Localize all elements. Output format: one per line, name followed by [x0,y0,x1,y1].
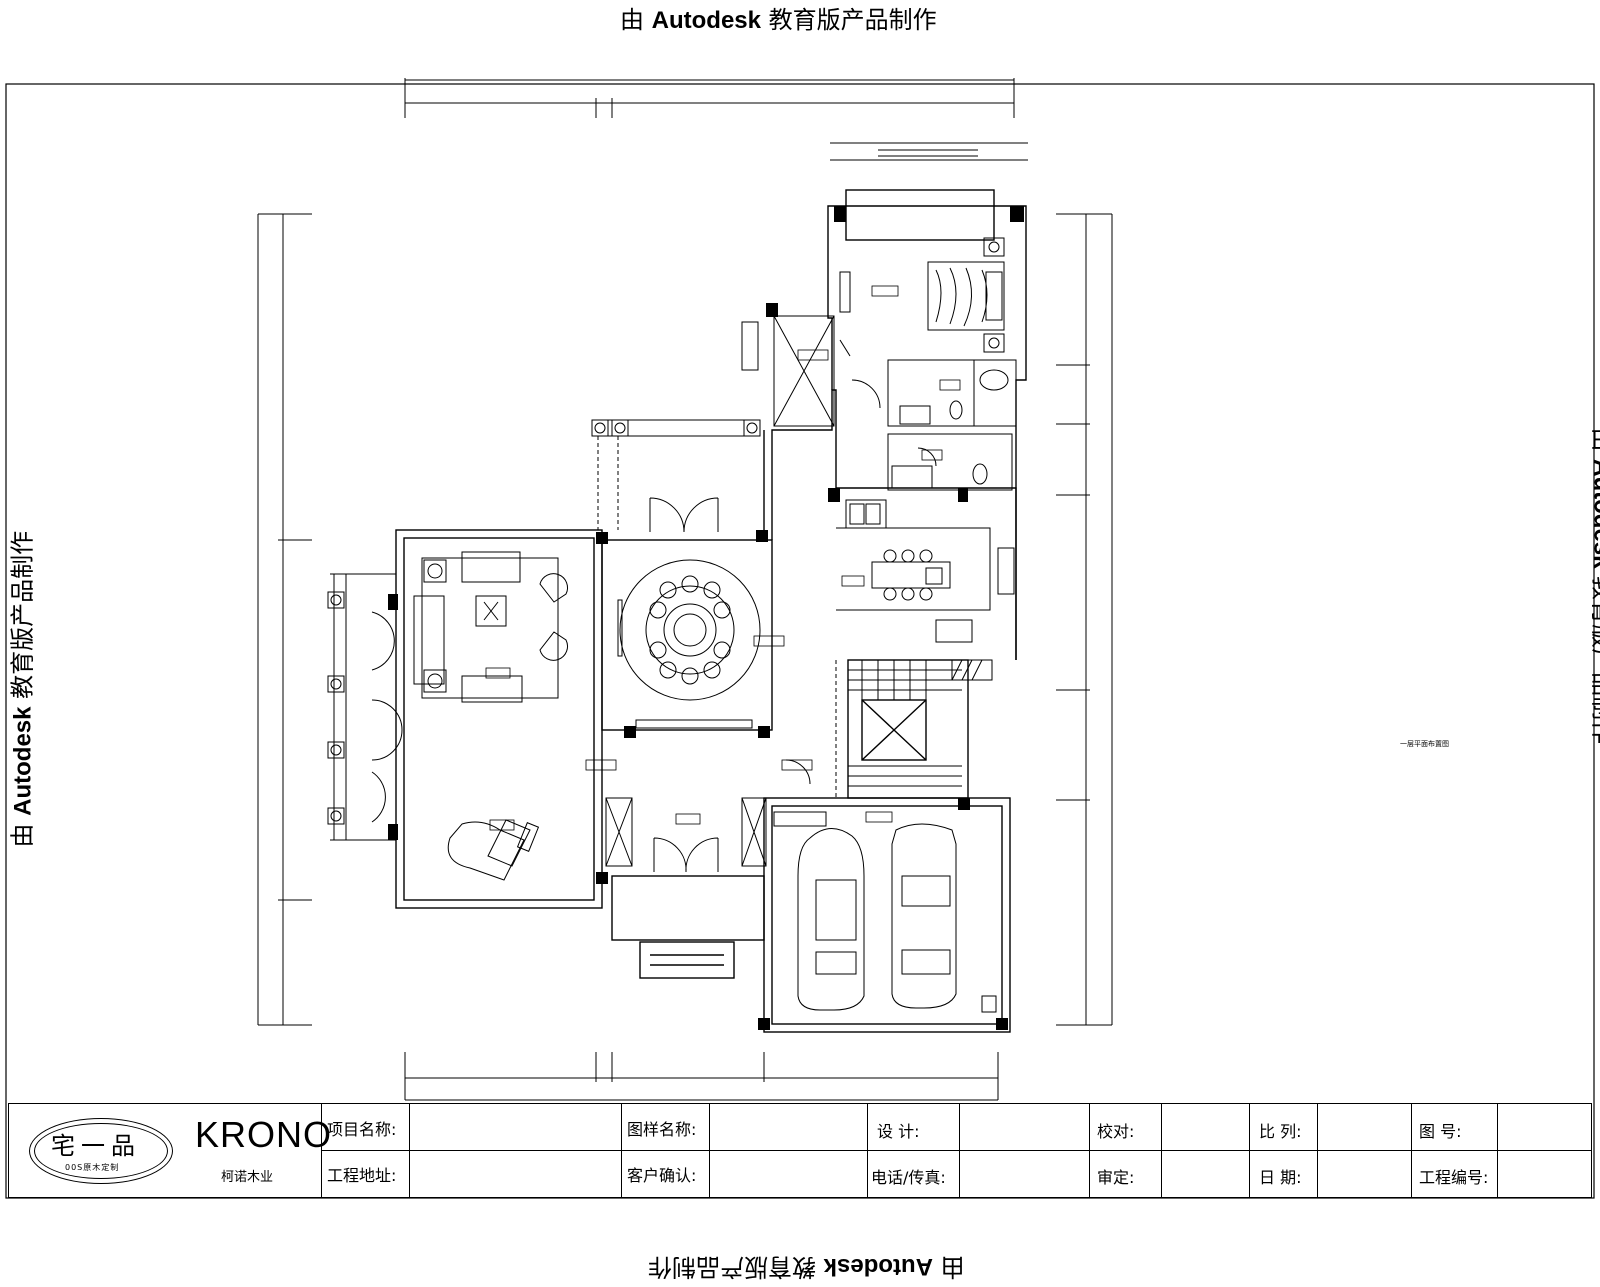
field-phone-fax: 电话/传真: [871,1164,946,1188]
top-dimensions [405,78,1028,160]
grand-piano [448,820,538,880]
entry-foyer [606,720,766,872]
field-project-address: 工程地址: [327,1162,396,1186]
staircase [774,660,962,826]
field-project-no: 工程编号: [1419,1164,1488,1188]
title-block: 宅一品 00S原木定制 KRONO 柯诺木业 项目名称: 工程地址: 图样名称:… [8,1103,1592,1198]
bottom-dimensions [405,1052,998,1100]
right-dimensions [1056,214,1112,1025]
field-design: 设 计: [877,1118,919,1142]
pergola [592,420,760,530]
logo-subtext: 00S原木定制 [65,1162,119,1173]
dining-door [650,498,718,532]
field-client-confirm: 客户确认: [627,1162,696,1186]
field-drawing-no: 图 号: [1419,1118,1461,1142]
plan-title-note: 一层平面布置图 [1400,739,1449,748]
logo-text: 宅一品 [51,1126,141,1161]
field-drawing-name: 图样名称: [627,1116,696,1140]
left-dimensions [258,214,312,1025]
field-date: 日 期: [1259,1164,1301,1188]
kitchen [836,500,1014,680]
dining-table [618,560,760,700]
left-colonnade [328,574,402,840]
field-scale: 比 列: [1259,1118,1301,1142]
company-name-en: KRONO [195,1114,332,1156]
living-sofa-set [414,552,568,702]
drawing-frame [6,84,1594,1198]
field-proofread: 校对: [1097,1118,1134,1142]
field-review: 审定: [1097,1164,1134,1188]
garage-cars [798,824,996,1012]
bathrooms [852,360,1016,490]
bedroom [742,238,1004,426]
company-name-cn: 柯诺木业 [221,1166,273,1185]
field-project-name: 项目名称: [327,1116,396,1140]
